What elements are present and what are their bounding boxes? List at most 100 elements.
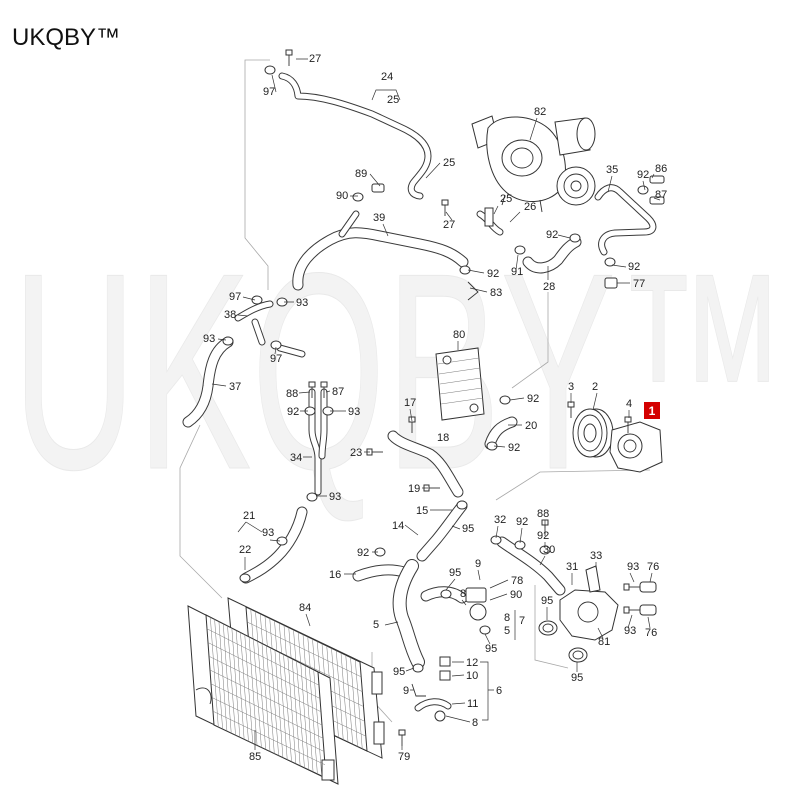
hose-interior	[235, 301, 273, 321]
radiator-fin	[211, 697, 325, 752]
part-number-callout: 15	[416, 505, 428, 517]
part-number-callout: 95	[393, 666, 405, 678]
coolant-fitting	[649, 175, 665, 184]
part-number-callout: 39	[373, 212, 385, 224]
part-number-callout: 80	[453, 329, 465, 341]
part-number-callout: 97	[270, 353, 282, 365]
hose-clamp	[569, 233, 581, 243]
part-number-callout: 33	[590, 550, 602, 562]
hose-interior	[279, 73, 431, 199]
hose-clamp	[440, 589, 452, 599]
part-number-callout: 95	[541, 595, 553, 607]
hose-clamp	[459, 265, 471, 275]
part-number-callout: 24	[381, 71, 393, 83]
turbo-studs	[501, 194, 543, 213]
hose-interior	[393, 560, 424, 668]
hose-interior	[417, 501, 467, 561]
part-number-callout: 7	[519, 615, 525, 627]
fittings	[371, 175, 665, 722]
hose-clamp	[456, 500, 468, 510]
part-number-callout: 95	[462, 523, 474, 535]
radiator-fin	[212, 711, 326, 765]
hose-clamp	[412, 663, 424, 673]
part-number-callout: 35	[606, 164, 618, 176]
radiator-tank-port	[195, 687, 212, 705]
part-number-callout: 92	[516, 516, 528, 528]
hose-clamp	[479, 625, 491, 635]
part-number-callout: 14	[392, 520, 404, 532]
radiator-fin	[210, 683, 324, 739]
bolt	[320, 381, 328, 398]
part-number-callout: 20	[525, 420, 537, 432]
hose-clamp	[538, 620, 558, 636]
part-number-callout: 37	[229, 381, 241, 393]
part-number-callout: 11	[467, 698, 478, 710]
part-number-callout: 95	[449, 567, 461, 579]
part-number-callout: 92	[487, 268, 499, 280]
hose-interior	[388, 431, 463, 497]
part-number-callout: 76	[647, 561, 659, 573]
coolant-fitting	[371, 183, 385, 193]
radiator-fin	[209, 669, 323, 726]
part-number-callout: 90	[510, 589, 522, 601]
temperature-sender	[439, 656, 451, 667]
part-number-callout: 92	[357, 547, 369, 559]
radiator-bracket	[371, 671, 383, 695]
coolant-fitting	[604, 277, 618, 289]
part-number-callout: 3	[568, 381, 574, 393]
turbocharger	[471, 115, 596, 213]
part-number-callout: 10	[466, 670, 478, 682]
part-number-callout: 79	[398, 751, 410, 763]
highlight-box	[644, 402, 660, 419]
part-number-callout: 8	[504, 612, 510, 624]
part-number-callout: 86	[655, 163, 667, 175]
part-number-callout: 34	[290, 452, 302, 464]
part-number-callout: 27	[309, 53, 321, 65]
oil-cooler-port	[442, 355, 452, 365]
part-number-callout: 4	[626, 398, 632, 410]
hose-clamp	[264, 65, 276, 75]
part-number-callout: 84	[299, 602, 311, 614]
water-pump-housing	[609, 421, 663, 473]
part-number-callout: 83	[490, 287, 502, 299]
water-pump-pulley	[572, 408, 614, 458]
part-number-callout: 5	[373, 619, 379, 631]
coolant-connector	[469, 603, 487, 621]
part-number-callout: 97	[263, 86, 275, 98]
part-number-callout: 21	[243, 510, 255, 522]
bolt	[285, 49, 293, 66]
hose-clamp	[499, 395, 511, 405]
bolt	[308, 381, 316, 398]
part-number-callout: 81	[598, 636, 610, 648]
hose-clamp	[568, 647, 588, 663]
bolt	[623, 583, 640, 591]
part-number-callout: 85	[249, 751, 261, 763]
part-number-callout: 92	[546, 229, 558, 241]
part-number-callout: 38	[224, 309, 236, 321]
sealing-ring	[434, 710, 446, 722]
support-bracket	[467, 281, 479, 301]
hose-interior	[241, 507, 307, 583]
hose-clamp	[251, 295, 263, 305]
radiator-fin	[208, 656, 322, 712]
part-number-callout: 9	[403, 685, 409, 697]
part-number-callout: 22	[239, 544, 251, 556]
part-number-callout: 8	[472, 717, 478, 729]
hose-interior	[415, 699, 451, 711]
part-number-callout: 91	[511, 266, 523, 278]
part-number-callout: 89	[355, 168, 367, 180]
retaining-clip	[585, 565, 601, 593]
support-bracket	[484, 207, 494, 227]
part-number-callout: 17	[404, 397, 416, 409]
part-number-callout: 25	[443, 157, 455, 169]
watermark: UKQBY™	[12, 216, 788, 528]
hose-interior	[319, 389, 327, 459]
part-number-callout: 18	[437, 432, 449, 444]
retaining-clip	[411, 683, 426, 697]
part-number-callout: 9	[475, 558, 481, 570]
leader-lines	[211, 58, 661, 750]
part-number-callout: 27	[443, 219, 455, 231]
hose-clamp	[306, 492, 318, 502]
part-number-callout: 97	[229, 291, 241, 303]
hose-interior	[353, 565, 409, 581]
